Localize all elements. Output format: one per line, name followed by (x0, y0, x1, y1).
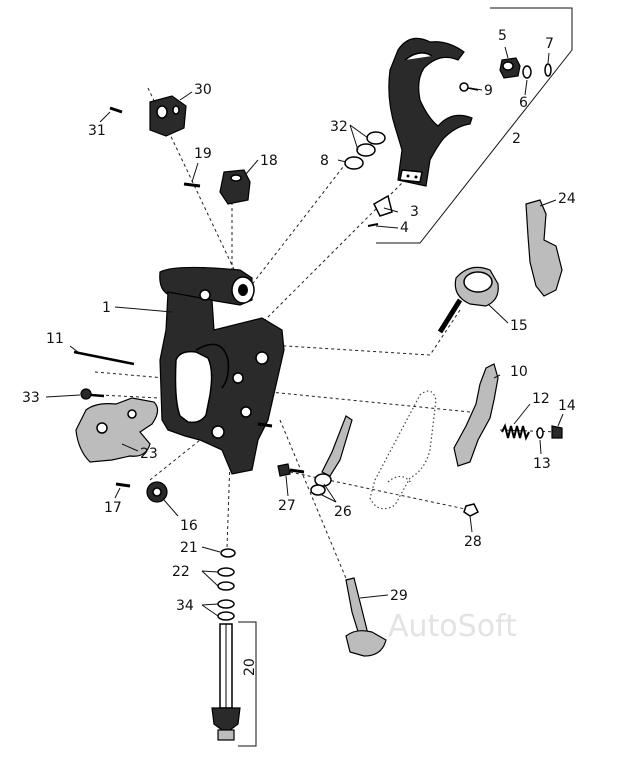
label-24: 24 (558, 191, 576, 207)
label-18: 18 (260, 153, 278, 169)
label-9: 9 (484, 83, 493, 99)
washer-8 (344, 156, 364, 170)
label-1: 1 (102, 300, 111, 316)
washer-21 (220, 548, 236, 558)
washer-22a (217, 567, 235, 577)
gear-16 (146, 481, 168, 503)
label-11: 11 (46, 331, 64, 347)
label-3: 3 (410, 204, 419, 220)
pin-11 (73, 350, 135, 366)
label-13: 13 (533, 456, 551, 472)
label-23: 23 (140, 446, 158, 462)
label-2: 2 (512, 131, 521, 147)
label-21: 21 (180, 540, 198, 556)
pin-9 (459, 82, 479, 92)
label-29: 29 (390, 588, 408, 604)
label-7: 7 (545, 36, 554, 52)
label-26: 26 (334, 504, 352, 520)
cylinder-15 (437, 266, 499, 334)
label-17: 17 (104, 500, 122, 516)
label-20: 20 (242, 658, 258, 676)
cylinder-30 (149, 95, 187, 137)
plate-23 (75, 397, 159, 463)
lever-24 (525, 199, 563, 297)
watermark: AutoSoft (388, 609, 517, 644)
nut-14 (551, 425, 563, 439)
part-labels: 1 2 3 4 5 6 7 8 9 10 11 12 13 14 15 16 1… (22, 28, 576, 676)
washer-34b (217, 611, 235, 621)
pedal-arm (388, 37, 473, 187)
label-33: 33 (22, 390, 40, 406)
pin-31 (109, 106, 123, 114)
nut-5 (499, 57, 521, 79)
arm-10 (453, 363, 499, 467)
washer-32b (356, 143, 376, 157)
washer-6 (522, 65, 532, 79)
label-31: 31 (88, 123, 106, 139)
bracket-3 (373, 194, 393, 217)
label-6: 6 (519, 95, 528, 111)
label-34: 34 (176, 598, 194, 614)
pin-17 (115, 482, 131, 488)
bracket-20 (238, 621, 257, 747)
label-32: 32 (330, 119, 348, 135)
bolt-27 (277, 463, 305, 477)
lever-29 (345, 577, 387, 657)
washer-32a (366, 131, 386, 145)
pedal-housing (159, 266, 285, 475)
label-30: 30 (194, 82, 212, 98)
nut-28 (463, 503, 480, 517)
pin-19 (183, 182, 201, 188)
bolt-33 (80, 388, 105, 400)
label-12: 12 (532, 391, 550, 407)
label-4: 4 (400, 220, 409, 236)
block-18 (219, 169, 251, 205)
label-27: 27 (278, 498, 296, 514)
label-15: 15 (510, 318, 528, 334)
label-8: 8 (320, 153, 329, 169)
washer-34a (217, 599, 235, 609)
shaft-20 (211, 623, 241, 741)
leader-lines (45, 7, 573, 617)
label-22: 22 (172, 564, 190, 580)
pin-7 (544, 63, 552, 77)
label-10: 10 (510, 364, 528, 380)
label-5: 5 (498, 28, 507, 44)
washer-13 (536, 427, 544, 439)
label-19: 19 (194, 146, 212, 162)
label-16: 16 (180, 518, 198, 534)
label-14: 14 (558, 398, 576, 414)
spring-12 (501, 423, 530, 441)
screw-4 (367, 223, 379, 227)
lever-26 (310, 415, 353, 496)
washer-22b (217, 581, 235, 591)
label-28: 28 (464, 534, 482, 550)
